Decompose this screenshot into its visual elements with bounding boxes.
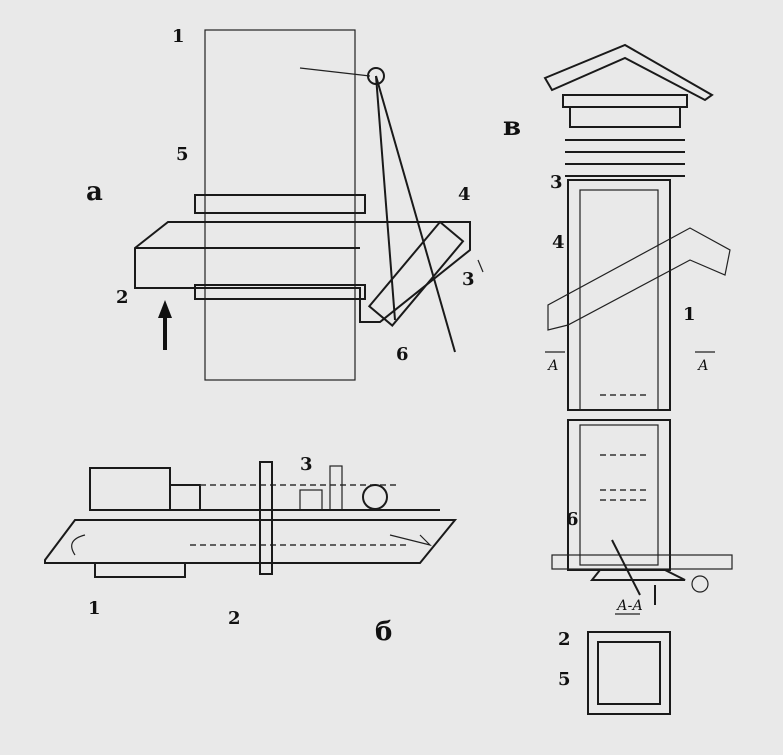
label-1: 1 (683, 304, 696, 325)
label-6: 6 (566, 509, 579, 530)
chimney-cap (543, 43, 714, 102)
label-2: 2 (558, 629, 571, 650)
label-2: 2 (228, 608, 241, 629)
louvres (565, 139, 685, 177)
wall (204, 29, 356, 381)
figure-a-title: а (86, 177, 103, 207)
figure-v-title: в (503, 112, 521, 142)
sleeve-bottom (194, 284, 366, 300)
section-outer (587, 631, 671, 715)
damper (367, 220, 465, 327)
shaft-upper (567, 179, 671, 411)
label-4: 4 (458, 184, 471, 205)
section-title: А-А (616, 598, 643, 614)
label-1: 1 (88, 598, 101, 619)
section-mark-left: А (547, 358, 559, 374)
beam (89, 467, 171, 511)
label-3: 3 (550, 172, 563, 193)
shaft-lower (567, 419, 671, 571)
filler (299, 489, 323, 511)
roof-slope (547, 227, 731, 331)
label-5: 5 (176, 144, 189, 165)
label-3: 3 (462, 269, 475, 290)
label-4: 4 (552, 232, 565, 253)
label-3: 3 (300, 454, 313, 475)
section-mark-right: А (697, 358, 709, 374)
sleeve-top (194, 194, 366, 214)
label-1: 1 (172, 26, 185, 47)
figure-b: 3 1 2 б (44, 454, 458, 647)
figure-a: а 1 5 2 4 3 6 (86, 26, 484, 381)
label-5: 5 (558, 669, 571, 690)
figure-b-title: б (375, 617, 392, 647)
label-2: 2 (116, 287, 129, 308)
floor-strip (94, 562, 186, 578)
air-duct-board (134, 221, 471, 323)
label-6: 6 (396, 344, 409, 365)
section-inner (597, 641, 661, 705)
figure-v: А А в 3 4 1 6 А-А 2 5 (503, 43, 733, 715)
ceiling (551, 554, 733, 570)
